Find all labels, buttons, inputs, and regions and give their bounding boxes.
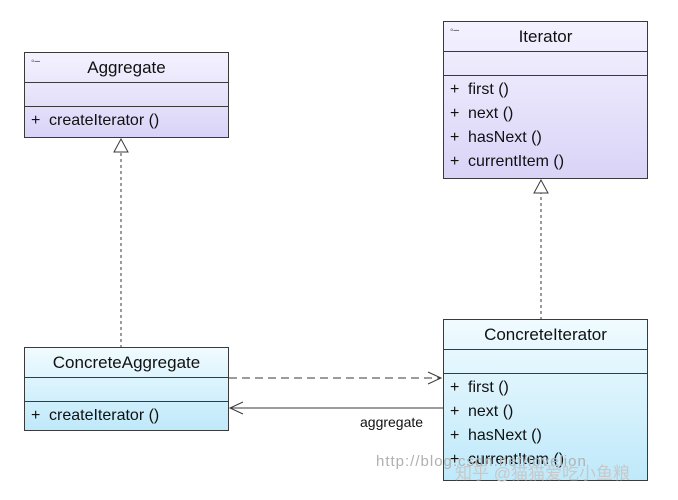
operation-visibility: + (450, 427, 460, 444)
operation-row: + createIterator () (31, 109, 228, 133)
operation-row: + currentItem () (450, 448, 647, 472)
class-iterator-operations: + first () + next () + hasNext () + curr… (444, 76, 647, 178)
operation-signature: hasNext () (468, 427, 542, 444)
class-iterator-attributes (444, 52, 647, 76)
class-concrete-aggregate-name: ConcreteAggregate (52, 352, 201, 372)
operation-visibility: + (450, 451, 460, 468)
operation-signature: createIterator () (49, 407, 160, 424)
class-concrete-iterator-name: ConcreteIterator (484, 324, 607, 344)
dependency-arrowhead (427, 371, 443, 385)
operation-visibility: + (31, 112, 41, 129)
realization-arrowhead-aggregate (113, 137, 129, 153)
operation-row: + next () (450, 102, 647, 126)
operation-row: + createIterator () (31, 404, 228, 428)
operation-signature: hasNext () (468, 129, 542, 146)
operation-visibility: + (450, 81, 460, 98)
class-concrete-iterator-attributes (444, 350, 647, 374)
operation-row: + hasNext () (450, 424, 647, 448)
class-concrete-aggregate-header: ConcreteAggregate (25, 348, 228, 378)
operation-signature: first () (468, 81, 509, 98)
class-aggregate-operations: + createIterator () (25, 107, 228, 137)
class-concrete-aggregate-operations: + createIterator () (25, 402, 228, 430)
operation-visibility: + (450, 153, 460, 170)
interface-marker-icon: ◦– (450, 25, 460, 36)
operation-visibility: + (450, 129, 460, 146)
operation-row: + currentItem () (450, 150, 647, 174)
operation-visibility: + (450, 379, 460, 396)
operation-signature: currentItem () (468, 153, 565, 170)
watermark-url: http://blog.csdn.net/lovelion (376, 453, 587, 470)
operation-row: + hasNext () (450, 126, 647, 150)
class-concrete-aggregate[interactable]: ConcreteAggregate + createIterator () (24, 347, 229, 431)
operation-signature: next () (468, 403, 514, 420)
interface-marker-icon: ◦– (31, 56, 41, 67)
class-concrete-iterator[interactable]: ConcreteIterator + first () + next () + … (443, 319, 648, 481)
class-aggregate-header: ◦– Aggregate (25, 53, 228, 83)
operation-row: + first () (450, 376, 647, 400)
operation-visibility: + (450, 403, 460, 420)
class-aggregate[interactable]: ◦– Aggregate + createIterator () (24, 52, 229, 138)
association-arrowhead (228, 401, 244, 415)
operation-signature: createIterator () (49, 112, 160, 129)
class-concrete-iterator-header: ConcreteIterator (444, 320, 647, 350)
class-aggregate-name: Aggregate (87, 57, 166, 77)
association-role-label: aggregate (360, 414, 424, 430)
operation-row: + next () (450, 400, 647, 424)
operation-signature: currentItem () (468, 451, 565, 468)
class-iterator[interactable]: ◦– Iterator + first () + next () + hasNe… (443, 21, 648, 179)
class-iterator-header: ◦– Iterator (444, 22, 647, 52)
operation-row: + first () (450, 78, 647, 102)
realization-arrowhead-iterator (533, 178, 549, 194)
operation-signature: next () (468, 105, 514, 122)
watermark-zhihu: 知乎 @猫猫爱吃小鱼粮 (455, 464, 630, 483)
operation-visibility: + (31, 407, 41, 424)
class-aggregate-attributes (25, 83, 228, 107)
class-iterator-name: Iterator (518, 26, 573, 46)
class-concrete-iterator-operations: + first () + next () + hasNext () + curr… (444, 374, 647, 480)
class-concrete-aggregate-attributes (25, 378, 228, 402)
operation-visibility: + (450, 105, 460, 122)
operation-signature: first () (468, 379, 509, 396)
